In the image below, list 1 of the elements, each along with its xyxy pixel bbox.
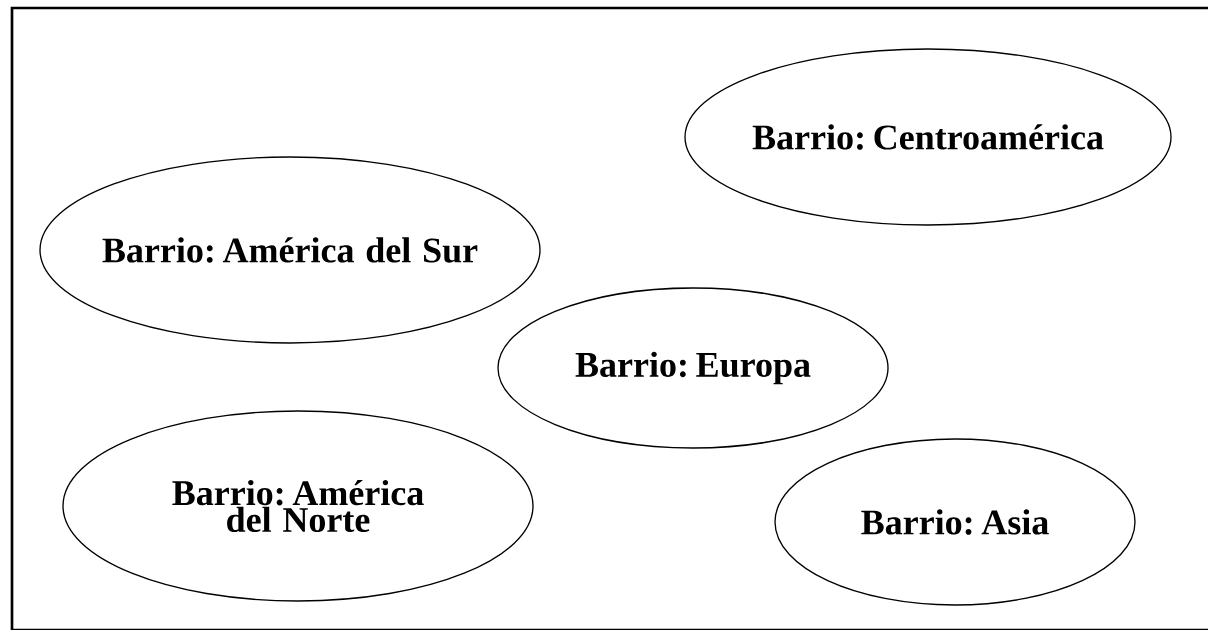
frame-box [10, 6, 1208, 630]
